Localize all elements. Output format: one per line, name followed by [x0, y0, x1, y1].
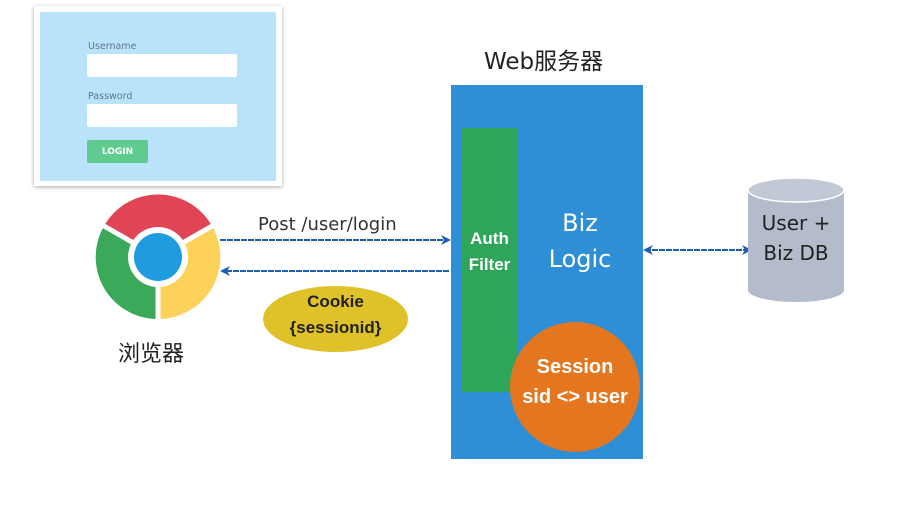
password-field[interactable] [87, 104, 237, 127]
database-line1: User + [761, 211, 831, 235]
browser-label: 浏览器 [118, 342, 185, 367]
cookie-label-line1: Cookie [307, 292, 364, 311]
login-button[interactable]: LOGIN [87, 140, 148, 163]
biz-logic-label: Biz Logic [540, 205, 620, 277]
cookie-label: Cookie {sessionid} [263, 289, 408, 341]
cookie-ellipse [263, 286, 408, 352]
chrome-center [134, 233, 182, 281]
password-label: Password [88, 91, 133, 102]
username-field[interactable] [87, 54, 237, 77]
username-label: Username [88, 41, 137, 52]
auth-filter-label: Auth Filter [461, 226, 518, 278]
session-label: Session sid <> user [510, 352, 640, 412]
auth-filter-line2: Filter [468, 255, 511, 274]
login-form-panel: Username Password LOGIN [34, 6, 282, 186]
session-line1: Session [536, 356, 614, 378]
chrome-icon [95, 194, 221, 320]
session-circle [510, 322, 640, 452]
database-label: User + Biz DB [748, 208, 844, 268]
biz-logic-line1: Biz [562, 209, 598, 237]
database-icon [747, 177, 845, 302]
cookie-label-line2: {sessionid} [289, 318, 382, 337]
biz-logic-line2: Logic [548, 245, 612, 273]
session-line2: sid <> user [522, 386, 628, 408]
auth-filter-line1: Auth [470, 229, 509, 248]
post-request-label: Post /user/login [258, 214, 397, 235]
database-line2: Biz DB [763, 241, 829, 265]
server-title: Web服务器 [484, 49, 604, 75]
auth-filter-box [461, 128, 518, 392]
login-form-background: Username Password LOGIN [40, 12, 276, 181]
